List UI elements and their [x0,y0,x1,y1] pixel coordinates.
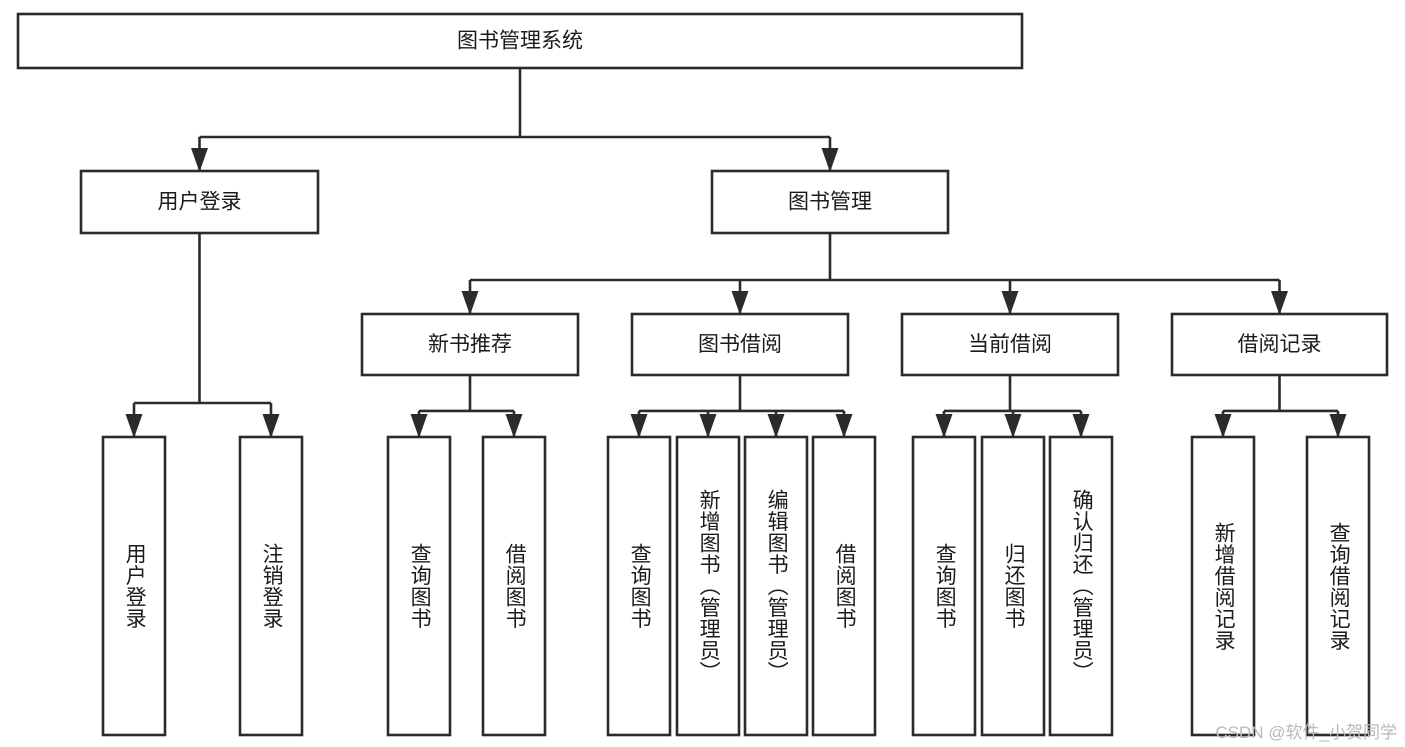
node-label-book-borrow: 图书借阅 [698,333,782,356]
node-box-leaf-borrow-book-2[interactable] [811,435,877,737]
arrow-head-icon [1001,291,1019,315]
node-box-current-borrow[interactable] [900,312,1120,377]
node-box-leaf-query-book-2[interactable] [606,435,672,737]
arrow-head-icon [262,414,280,438]
arrow-head-icon [125,414,143,438]
node-box-borrow-record[interactable] [1170,312,1389,377]
arrow-head-icon [1214,414,1232,438]
connector-layer [125,68,1347,438]
node-box-leaf-query-borrow-record[interactable] [1305,435,1371,737]
node-box-leaf-add-book-admin[interactable] [675,435,741,737]
node-box-new-book-recommend[interactable] [360,312,580,377]
arrow-head-icon [191,148,208,172]
arrow-head-icon [731,291,749,315]
arrow-head-icon [821,148,839,172]
node-box-leaf-user-login[interactable] [101,435,167,737]
node-box-layer [16,12,1389,737]
node-box-leaf-logout[interactable] [238,435,304,737]
node-box-leaf-confirm-return-admin[interactable] [1048,435,1114,737]
node-label-new-book-recommend: 新书推荐 [428,333,512,356]
arrow-head-icon [699,414,717,438]
arrow-head-icon [410,414,428,438]
arrow-head-icon [935,414,953,438]
arrow-head-icon [1329,414,1347,438]
arrow-head-icon [835,414,853,438]
node-box-leaf-borrow-book-1[interactable] [481,435,547,737]
node-box-user-login[interactable] [79,169,320,235]
node-label-borrow-record: 借阅记录 [1238,333,1322,356]
watermark-text: CSDN @软件_小贺同学 [1215,723,1397,742]
arrow-head-icon [505,414,523,438]
node-label-user-login: 用户登录 [158,191,242,214]
arrow-head-icon [1072,414,1090,438]
node-box-root[interactable] [16,12,1024,70]
arrow-head-icon [767,414,785,438]
arrow-head-icon [461,291,479,315]
node-box-leaf-query-book-3[interactable] [911,435,977,737]
arrow-head-icon [1004,414,1022,438]
node-label-root: 图书管理系统 [457,30,583,53]
node-box-leaf-add-borrow-record[interactable] [1190,435,1256,737]
node-label-current-borrow: 当前借阅 [968,333,1052,356]
node-box-leaf-edit-book-admin[interactable] [743,435,809,737]
node-label-book-manage: 图书管理 [788,191,872,214]
arrow-head-icon [630,414,648,438]
node-box-leaf-return-book[interactable] [980,435,1046,737]
arrow-head-icon [1271,291,1288,315]
node-box-leaf-query-book-1[interactable] [386,435,452,737]
node-box-book-manage[interactable] [710,169,950,235]
node-box-book-borrow[interactable] [630,312,850,377]
